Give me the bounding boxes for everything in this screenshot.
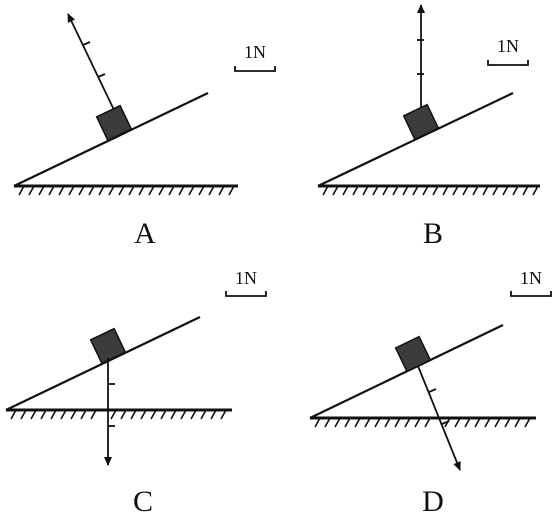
panel-label-c: C — [133, 485, 153, 518]
scale-label: 1N — [497, 36, 519, 56]
scale-label: 1N — [244, 42, 266, 62]
arrow-ticks — [82, 41, 106, 78]
block — [89, 327, 127, 365]
block — [402, 103, 440, 141]
force-arrow — [417, 365, 461, 471]
force-arrow — [67, 13, 115, 111]
ground-hatching — [18, 185, 235, 196]
scale-label: 1N — [235, 268, 257, 288]
panel-label-d: D — [422, 485, 444, 518]
panel-label-b: B — [423, 217, 443, 250]
scale-bar — [234, 66, 276, 72]
panel-label-a: A — [134, 217, 156, 250]
scale-bar — [487, 60, 529, 66]
scale-bar — [225, 291, 267, 297]
arrow-ticks — [108, 383, 115, 427]
panel-b: 1N B — [317, 4, 540, 250]
scale-label: 1N — [520, 268, 542, 288]
ground-hatching — [322, 185, 539, 196]
arrow-ticks — [428, 388, 450, 425]
block — [394, 335, 432, 373]
scale-bar — [510, 291, 552, 297]
panel-c: 1N C — [5, 268, 267, 518]
panel-a: 1N A — [13, 13, 276, 250]
block — [95, 104, 133, 142]
panel-d: 1N D — [309, 268, 552, 518]
arrow-ticks — [417, 39, 424, 75]
ground-hatching — [10, 409, 227, 420]
